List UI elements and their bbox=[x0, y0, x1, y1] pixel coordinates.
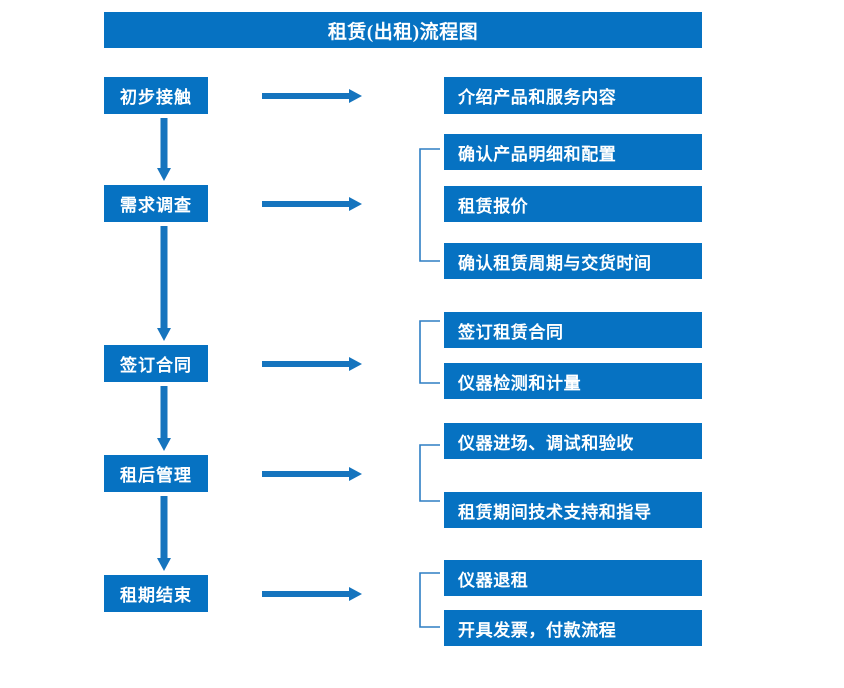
detail-group-bracket bbox=[419, 572, 441, 628]
stage-to-detail-arrow-right bbox=[262, 585, 362, 603]
stage-box: 租期结束 bbox=[104, 575, 208, 612]
detail-box: 租赁报价 bbox=[444, 186, 702, 222]
stage-to-detail-arrow-right bbox=[262, 355, 362, 373]
detail-box: 租赁期间技术支持和指导 bbox=[444, 492, 702, 528]
detail-box: 仪器检测和计量 bbox=[444, 363, 702, 399]
stage-flow-arrow-down bbox=[155, 118, 173, 181]
detail-group-bracket bbox=[419, 444, 441, 502]
stage-to-detail-arrow-right bbox=[262, 87, 362, 105]
detail-group-bracket bbox=[419, 320, 441, 384]
detail-box: 仪器进场、调试和验收 bbox=[444, 423, 702, 459]
detail-box: 仪器退租 bbox=[444, 560, 702, 596]
flowchart-title: 租赁(出租)流程图 bbox=[104, 12, 702, 48]
stage-flow-arrow-down bbox=[155, 226, 173, 341]
stage-to-detail-arrow-right bbox=[262, 195, 362, 213]
stage-flow-arrow-down bbox=[155, 386, 173, 451]
stage-box: 租后管理 bbox=[104, 455, 208, 492]
detail-box: 确认产品明细和配置 bbox=[444, 134, 702, 170]
detail-box: 签订租赁合同 bbox=[444, 312, 702, 348]
stage-flow-arrow-down bbox=[155, 496, 173, 571]
detail-box: 介绍产品和服务内容 bbox=[444, 77, 702, 114]
detail-group-bracket bbox=[419, 148, 441, 262]
stage-box: 初步接触 bbox=[104, 77, 208, 114]
stage-box: 需求调查 bbox=[104, 185, 208, 222]
stage-box: 签订合同 bbox=[104, 345, 208, 382]
stage-to-detail-arrow-right bbox=[262, 465, 362, 483]
detail-box: 确认租赁周期与交货时间 bbox=[444, 243, 702, 279]
detail-box: 开具发票，付款流程 bbox=[444, 610, 702, 646]
